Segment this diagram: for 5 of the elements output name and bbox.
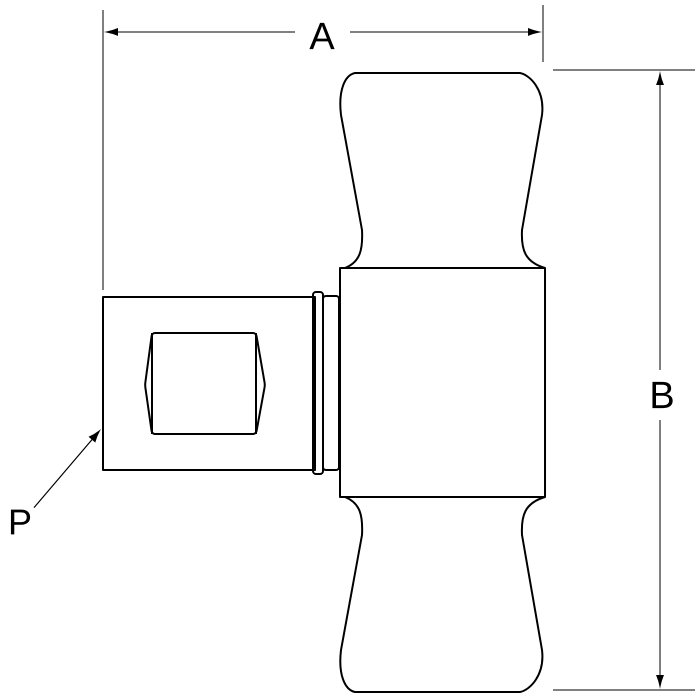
callout-letter: P	[10, 510, 30, 534]
leader-line	[34, 430, 100, 508]
socket-block	[102, 296, 316, 471]
dimension-label: A	[309, 22, 335, 50]
dimension-label: B	[652, 382, 673, 408]
